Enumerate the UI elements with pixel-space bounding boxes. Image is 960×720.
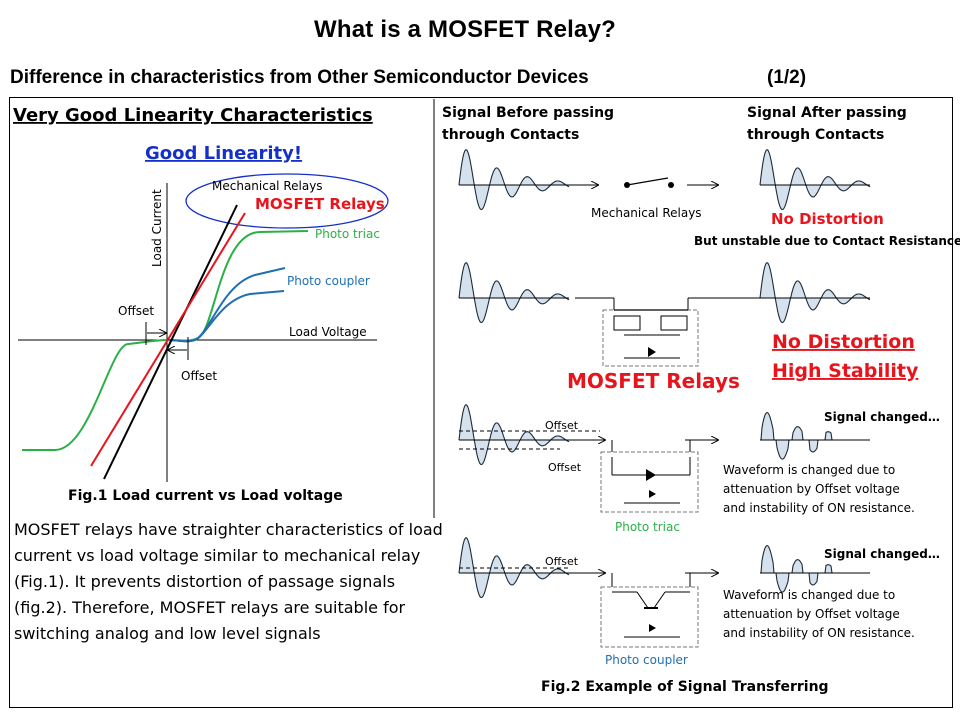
input-waveform (458, 149, 570, 211)
photo-coupler-package (600, 586, 699, 648)
photo-triac-curve-label: Photo triac (315, 227, 380, 241)
output-waveform (760, 544, 870, 593)
output-waveform (759, 262, 871, 324)
row2-result-line1: No Distortion (772, 331, 915, 353)
linearity-highlight-ellipse (185, 173, 389, 229)
header-after-line2: through Contacts (747, 127, 884, 143)
input-waveform (458, 537, 570, 599)
row-mosfet-relay: MOSFET Relays No Distortion High Stabili… (458, 262, 919, 393)
coupler-led-symbol (649, 624, 656, 632)
mosfet-relay-line (90, 212, 246, 467)
row3-note-line1: Waveform is changed due to (723, 463, 895, 477)
slide-title: What is a MOSFET Relay? (314, 16, 616, 43)
mosfet-led-symbol (648, 347, 656, 357)
waveform-area (459, 404, 569, 465)
header-before-line2: through Contacts (442, 127, 579, 143)
waveform-area (459, 149, 569, 210)
row4-note-line1: Waveform is changed due to (723, 588, 895, 602)
row3-note-line2: attenuation by Offset voltage (723, 482, 900, 496)
waveform-line (458, 262, 570, 324)
triac-led-symbol (649, 490, 656, 498)
linearity-heading: Very Good Linearity Characteristics (13, 105, 373, 126)
header-after-line1: Signal After passing (747, 105, 907, 121)
triac-symbol (646, 469, 656, 481)
row4-result: Signal changed… (824, 547, 940, 561)
row3-result: Signal changed… (824, 410, 940, 424)
description-paragraph: MOSFET relays have straighter characteri… (14, 520, 443, 643)
photo-coupler-curve-lower (166, 290, 285, 343)
waveform-line (458, 404, 570, 466)
contact-point-right (668, 182, 674, 188)
offset-label: Offset (545, 555, 579, 568)
mechanical-relays-device-label: Mechanical Relays (591, 206, 702, 220)
row4-note-line3: and instability of ON resistance. (723, 626, 915, 640)
output-waveform (759, 149, 871, 211)
waveform-line (759, 262, 871, 324)
photo-triac-package (600, 451, 699, 513)
waveform-area (760, 545, 870, 593)
photo-coupler-curve-upper (166, 267, 286, 343)
mosfet-relays-device-label: MOSFET Relays (567, 369, 740, 393)
row1-result: No Distortion (771, 210, 884, 228)
slide-subtitle: Difference in characteristics from Other… (10, 67, 589, 88)
mosfet-relays-curve-label: MOSFET Relays (255, 195, 385, 213)
offset-upper-label: Offset (545, 419, 579, 432)
waveform-line (458, 149, 570, 211)
mechanical-relay-line (103, 204, 238, 480)
output-waveform (760, 411, 870, 460)
row1-note: But unstable due to Contact Resistance (694, 234, 960, 248)
waveform-area (760, 412, 870, 460)
row3-note-line3: and instability of ON resistance. (723, 501, 915, 515)
offset-lower-label: Offset (548, 461, 582, 474)
waveform-line (759, 149, 871, 211)
row-photo-triac: Offset Offset Photo triac Signal changed… (458, 404, 940, 534)
slide-part-indicator: (1/2) (767, 67, 807, 88)
photo-coupler-curve-label: Photo coupler (287, 274, 370, 288)
waveform-area (760, 262, 870, 323)
mechanical-switch-blade (626, 177, 669, 186)
good-linearity-callout: Good Linearity! (145, 143, 302, 164)
mosfet-transistor-left (613, 315, 641, 331)
row2-result-line2: High Stability (772, 360, 919, 382)
mosfet-transistor-right (660, 315, 688, 331)
input-waveform (458, 404, 570, 466)
fig2-caption: Fig.2 Example of Signal Transferring (541, 679, 829, 695)
row4-note-line2: attenuation by Offset voltage (723, 607, 900, 621)
coupler-transistor-emitter (653, 591, 666, 609)
waveform-area (459, 262, 569, 323)
offset-label-left: Offset (118, 304, 154, 318)
input-waveform (458, 262, 570, 324)
waveform-area (459, 537, 569, 598)
mosfet-relay-package (602, 309, 699, 367)
offset-label-right: Offset (181, 369, 217, 383)
fig1-caption: Fig.1 Load current vs Load voltage (68, 488, 343, 504)
load-current-label: Load Current (150, 189, 164, 267)
row-mechanical-relay: Mechanical Relays No Distortion But unst… (458, 149, 960, 248)
content-frame (9, 97, 953, 708)
load-voltage-label: Load Voltage (289, 325, 367, 339)
photo-triac-device-label: Photo triac (615, 520, 680, 534)
waveform-area (760, 149, 870, 210)
header-before-line1: Signal Before passing (442, 105, 614, 121)
mechanical-relays-curve-label: Mechanical Relays (212, 179, 323, 193)
row-photo-coupler: Offset Photo coupler Signal changed… Wav… (458, 537, 940, 667)
coupler-transistor-collector (636, 591, 649, 609)
photo-coupler-device-label: Photo coupler (605, 653, 688, 667)
